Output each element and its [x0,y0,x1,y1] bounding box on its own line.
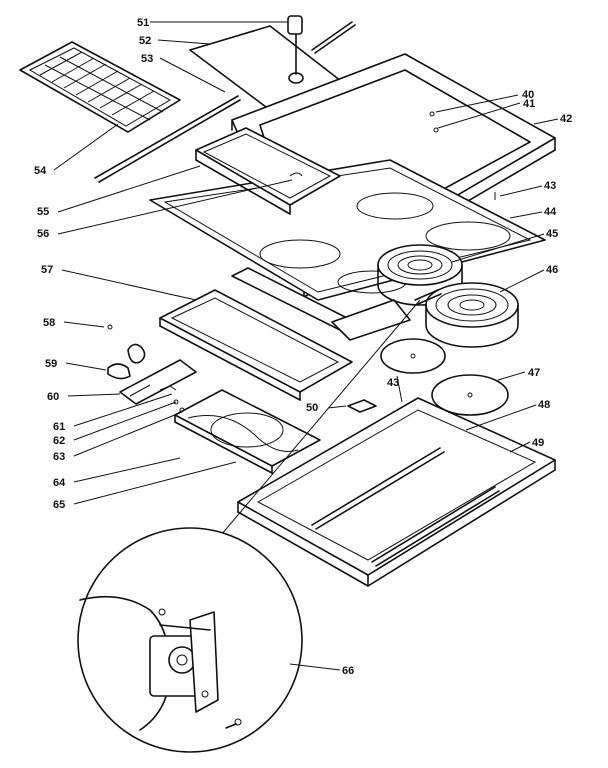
label-47: 47 [528,367,540,379]
label-55: 55 [37,206,49,218]
label-57: 57 [41,264,53,276]
label-62: 62 [53,435,65,447]
detail-leader-line [209,299,421,549]
part-reflector-pans [380,338,509,416]
label-44: 44 [544,206,557,218]
part-bracket [347,399,377,413]
label-63: 63 [53,451,65,463]
part-hardware-group [107,324,197,413]
part-liner-pan [174,389,321,474]
label-45: 45 [546,228,558,240]
label-58: 58 [43,317,55,329]
label-43-top: 43 [544,180,556,192]
label-51: 51 [137,17,149,29]
callout-labels: 51 52 53 54 40 41 42 43 44 45 46 47 48 4… [34,17,572,677]
label-56: 56 [37,228,49,240]
part-control-panel [195,127,341,215]
label-60: 60 [47,391,59,403]
part-burner-elements [377,244,519,348]
part-rod [94,95,241,183]
label-53: 53 [141,53,153,65]
part-gasket-frame [159,289,353,401]
label-64: 64 [53,477,66,489]
label-59: 59 [45,358,57,370]
label-41: 41 [523,98,535,110]
part-glass-top [149,159,546,301]
label-66: 66 [342,665,354,677]
part-grill-rack [19,41,181,133]
label-50: 50 [306,402,318,414]
part-detail-circle [77,527,303,753]
label-52: 52 [139,35,151,47]
label-48: 48 [538,399,550,411]
label-49: 49 [532,437,544,449]
part-housing-box [237,397,556,587]
label-61: 61 [53,421,65,433]
label-65: 65 [53,499,65,511]
part-trim-strip [231,267,411,341]
label-40: 40 [522,89,534,101]
label-46: 46 [546,264,558,276]
label-42: 42 [560,113,572,125]
label-43-bottom: 43 [387,377,399,389]
part-clip [287,15,356,84]
leader-lines [53,21,559,671]
label-54: 54 [34,165,47,177]
